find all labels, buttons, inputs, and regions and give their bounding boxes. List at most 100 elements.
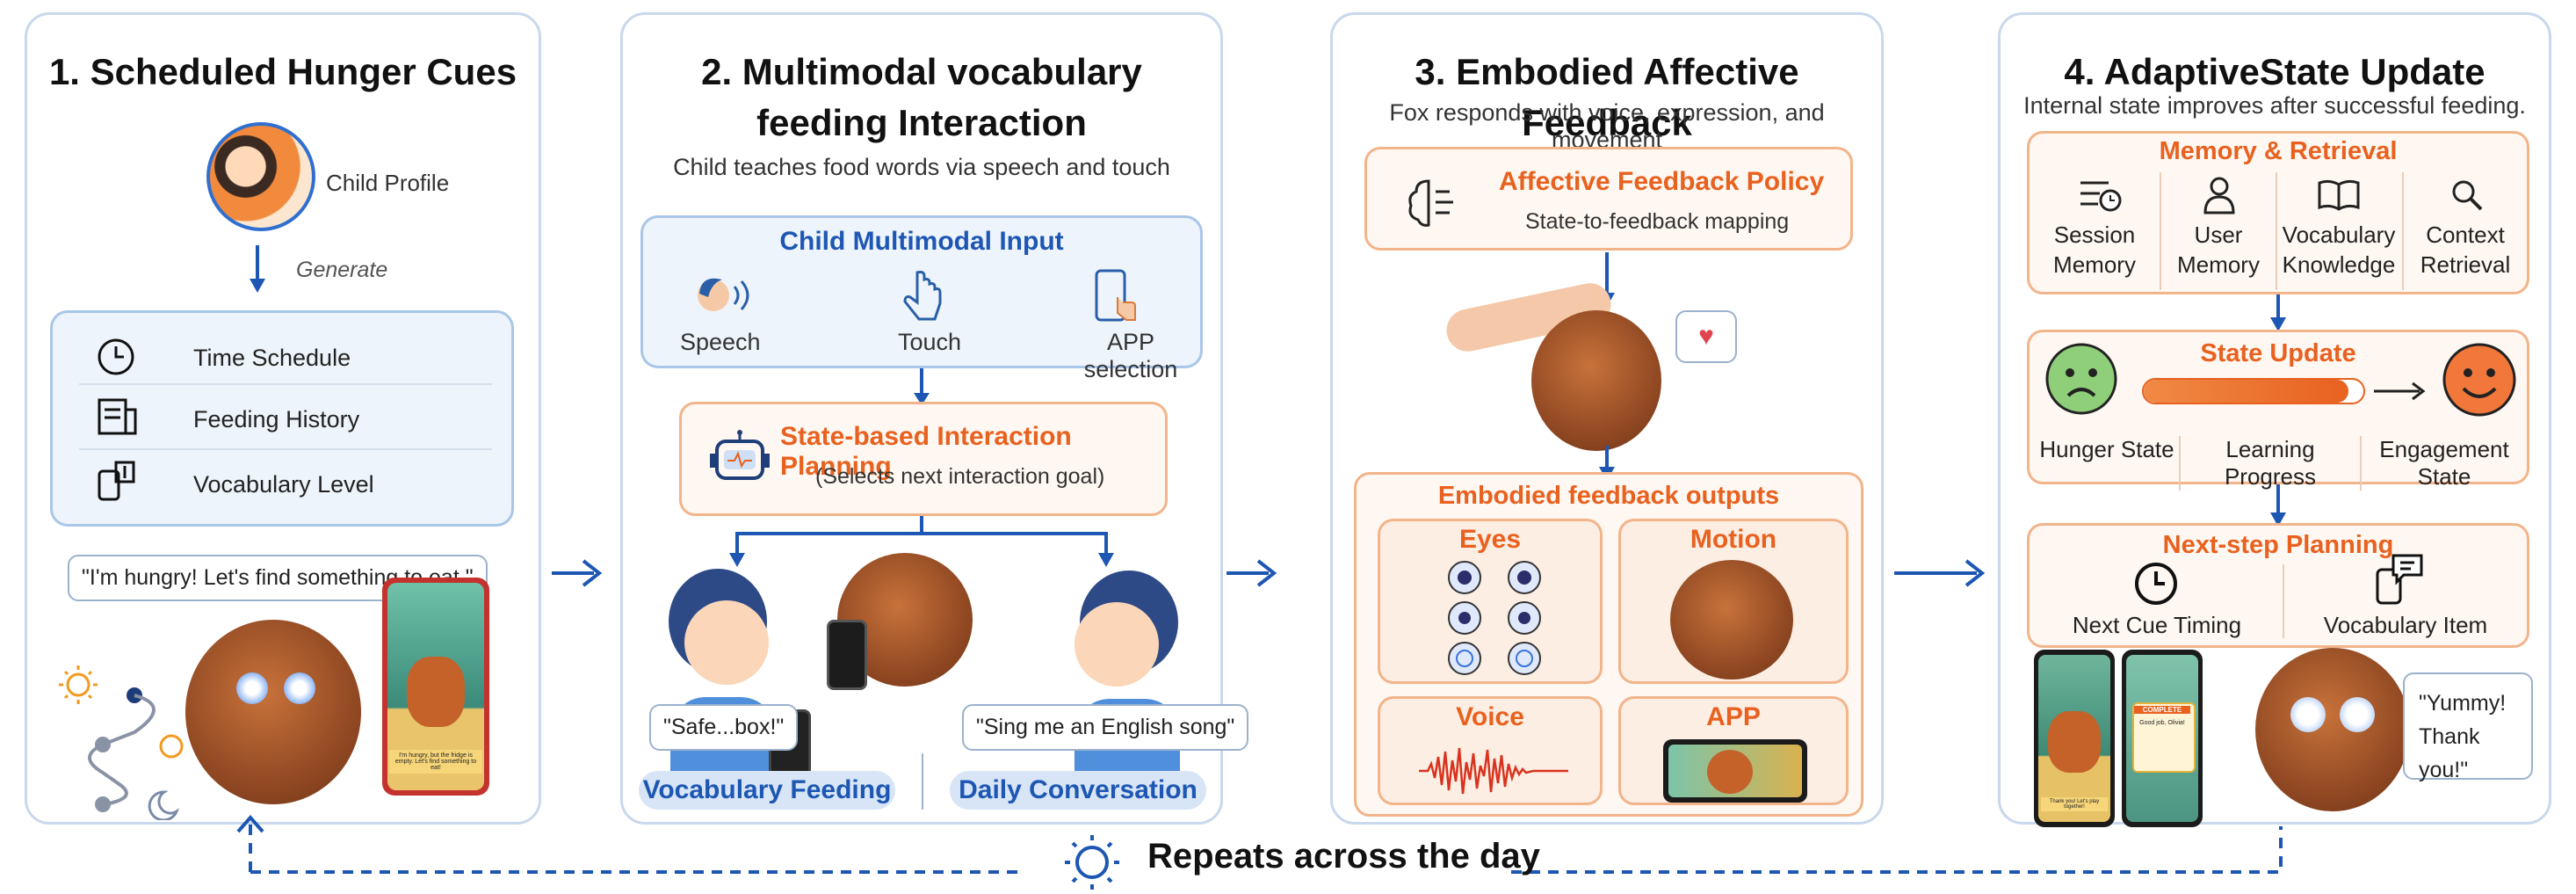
schedule-row-time: Time Schedule bbox=[79, 329, 492, 385]
output-label-motion: Motion bbox=[1690, 525, 1777, 554]
panel-subtitle: Internal state improves after successful… bbox=[2023, 92, 2526, 119]
input-label-app: APP selection bbox=[1083, 329, 1178, 382]
policy-box: Affective Feedback Policy State-to-feedb… bbox=[1364, 147, 1853, 251]
memory-box: Memory & Retrieval Session Memory User M… bbox=[2027, 131, 2529, 294]
output-app: APP bbox=[1618, 696, 1849, 805]
state-update-title: State Update bbox=[2200, 339, 2356, 367]
search-icon bbox=[2452, 180, 2483, 211]
panel-title-line1: 2. Multimodal vocabulary bbox=[701, 51, 1142, 92]
child-profile-label: Child Profile bbox=[326, 170, 450, 196]
progress-bar-track bbox=[2142, 378, 2365, 404]
phone-caption-thanks: Thank you! Let's play together! bbox=[2041, 797, 2108, 811]
sad-face-icon bbox=[2045, 343, 2117, 415]
memory-label-session-1: Session bbox=[2053, 222, 2136, 248]
app-selection-icon bbox=[1095, 269, 1136, 322]
fox-robot-image bbox=[185, 620, 361, 804]
panel-adaptive-state: 4. AdaptiveState Update Internal state i… bbox=[1998, 12, 2551, 827]
phone-image-center bbox=[827, 620, 867, 690]
flow-arrow-3-4 bbox=[1894, 559, 1986, 587]
memory-label-vocabulary-1: Vocabulary bbox=[2282, 222, 2396, 248]
waveform-icon bbox=[1419, 747, 1568, 795]
memory-item-session: Session Memory bbox=[2035, 172, 2154, 290]
bubble-yummy-line1: "Yummy! bbox=[2419, 691, 2507, 716]
output-motion: Motion bbox=[1618, 519, 1849, 684]
output-label-app: APP bbox=[1706, 702, 1761, 731]
phone-caption-hungry: I'm hungry, but the fridge is empty. Let… bbox=[389, 750, 482, 774]
memory-label-user-2: Memory bbox=[2177, 251, 2260, 278]
flow-arrow-1-2 bbox=[552, 559, 603, 587]
happy-face-icon bbox=[2442, 343, 2516, 417]
fox-robot-happy-eyes bbox=[2290, 697, 2375, 732]
memory-item-vocabulary: Vocabulary Knowledge bbox=[2276, 172, 2400, 290]
input-label-speech: Speech bbox=[680, 329, 761, 355]
policy-title: Affective Feedback Policy bbox=[1499, 167, 1825, 196]
memory-label-vocabulary-2: Knowledge bbox=[2282, 251, 2396, 278]
vocabulary-icon bbox=[98, 461, 135, 501]
memory-item-user: User Memory bbox=[2160, 172, 2276, 290]
session-memory-icon bbox=[2080, 181, 2122, 212]
outputs-box: Embodied feedback outputs Eyes Motion Vo… bbox=[1354, 472, 1863, 817]
state-label-learning: Learning Progress bbox=[2179, 436, 2362, 491]
bubble-sing-song: "Sing me an English song" bbox=[962, 704, 1249, 751]
panel-subtitle: Fox responds with voice, expression, and… bbox=[1389, 99, 1825, 153]
planning-split-arrows bbox=[729, 516, 1114, 567]
planning-subtitle: (Selects next interaction goal) bbox=[815, 464, 1105, 489]
input-to-planning-arrow bbox=[914, 368, 930, 405]
child-input-title: Child Multimodal Input bbox=[779, 227, 1064, 256]
bubble-yummy-line2: Thank you!" bbox=[2419, 724, 2480, 782]
next-label-vocabulary: Vocabulary Item bbox=[2323, 612, 2488, 638]
child-figure-right bbox=[1071, 571, 1185, 785]
clock-icon bbox=[98, 338, 134, 375]
phone-image-hungry: I'm hungry, but the fridge is empty. Let… bbox=[382, 578, 489, 796]
schedule-label-vocabulary: Vocabulary Level bbox=[193, 471, 374, 498]
state-update-box: State Update Hunger State Learning Progr… bbox=[2027, 330, 2529, 491]
state-label-engagement: Engagement State bbox=[2379, 436, 2509, 490]
bubble-safe-box: "Safe...box!" bbox=[649, 704, 799, 751]
day-cycle-icon bbox=[59, 665, 184, 820]
memory-label-session-2: Memory bbox=[2053, 251, 2136, 278]
memory-label-context-1: Context bbox=[2426, 222, 2505, 248]
mode-vocabulary-feeding: Vocabulary Feeding bbox=[639, 771, 895, 810]
app-phone-image bbox=[1663, 739, 1807, 803]
fox-robot-eyes bbox=[236, 672, 315, 704]
planning-box: State-based Interaction Planning (Select… bbox=[679, 402, 1168, 516]
state-to-next-arrow bbox=[2270, 484, 2286, 527]
mode-daily-conversation: Daily Conversation bbox=[950, 771, 1206, 810]
history-icon bbox=[98, 398, 137, 435]
memory-title: Memory & Retrieval bbox=[2159, 137, 2398, 165]
bubble-yummy: "Yummy! Thank you!" bbox=[2403, 672, 2533, 782]
input-label-touch: Touch bbox=[898, 329, 962, 355]
child-figure-left bbox=[662, 569, 776, 785]
planning-title: State-based Interaction Planning bbox=[780, 422, 1072, 481]
panel-scheduled-hunger-cues: 1. Scheduled Hunger Cues Child Profile G… bbox=[25, 12, 541, 825]
outputs-title: Embodied feedback outputs bbox=[1437, 482, 1780, 510]
repeat-label: Repeats across the day bbox=[1147, 837, 1540, 876]
panel-multimodal-feeding: 2. Multimodal vocabulary feeding Interac… bbox=[620, 12, 1249, 825]
schedule-label-time: Time Schedule bbox=[193, 345, 351, 371]
vocabulary-item-icon bbox=[2376, 554, 2423, 605]
eye-expressions-icon bbox=[1448, 561, 1541, 675]
child-input-box: Child Multimodal Input Speech Touch APP … bbox=[640, 215, 1203, 382]
heart-bubble: ♥ bbox=[1675, 310, 1737, 363]
schedule-box: Time Schedule Feeding History Vocabulary… bbox=[50, 310, 514, 527]
output-eyes: Eyes bbox=[1378, 519, 1603, 684]
memory-to-state-arrow bbox=[2270, 294, 2286, 331]
clock-icon bbox=[2135, 563, 2177, 605]
panel-title: 4. AdaptiveState Update bbox=[2064, 51, 2486, 92]
next-step-box: Next-step Planning Next Cue Timing Vocab… bbox=[2027, 523, 2529, 648]
panel-title: 1. Scheduled Hunger Cues bbox=[48, 51, 517, 92]
policy-subtitle: State-to-feedback mapping bbox=[1525, 209, 1790, 234]
memory-label-user-1: User bbox=[2194, 222, 2243, 248]
panel-subtitle: Child teaches food words via speech and … bbox=[673, 154, 1170, 180]
schedule-row-vocabulary: Vocabulary Level bbox=[79, 452, 492, 510]
schedule-row-history: Feeding History bbox=[79, 387, 492, 450]
generate-label: Generate bbox=[296, 258, 388, 282]
output-label-eyes: Eyes bbox=[1458, 525, 1522, 554]
speech-bubble-hungry: "I'm hungry! Let's find something to eat… bbox=[68, 555, 488, 601]
fox-robot-image-happy bbox=[2255, 648, 2410, 811]
next-step-divider bbox=[2283, 564, 2284, 638]
memory-item-context: Context Retrieval bbox=[2402, 172, 2527, 290]
panel-title-line2: feeding Interaction bbox=[756, 102, 1087, 143]
user-memory-icon bbox=[2203, 177, 2235, 214]
fox-robot-image-petted bbox=[1531, 310, 1661, 451]
